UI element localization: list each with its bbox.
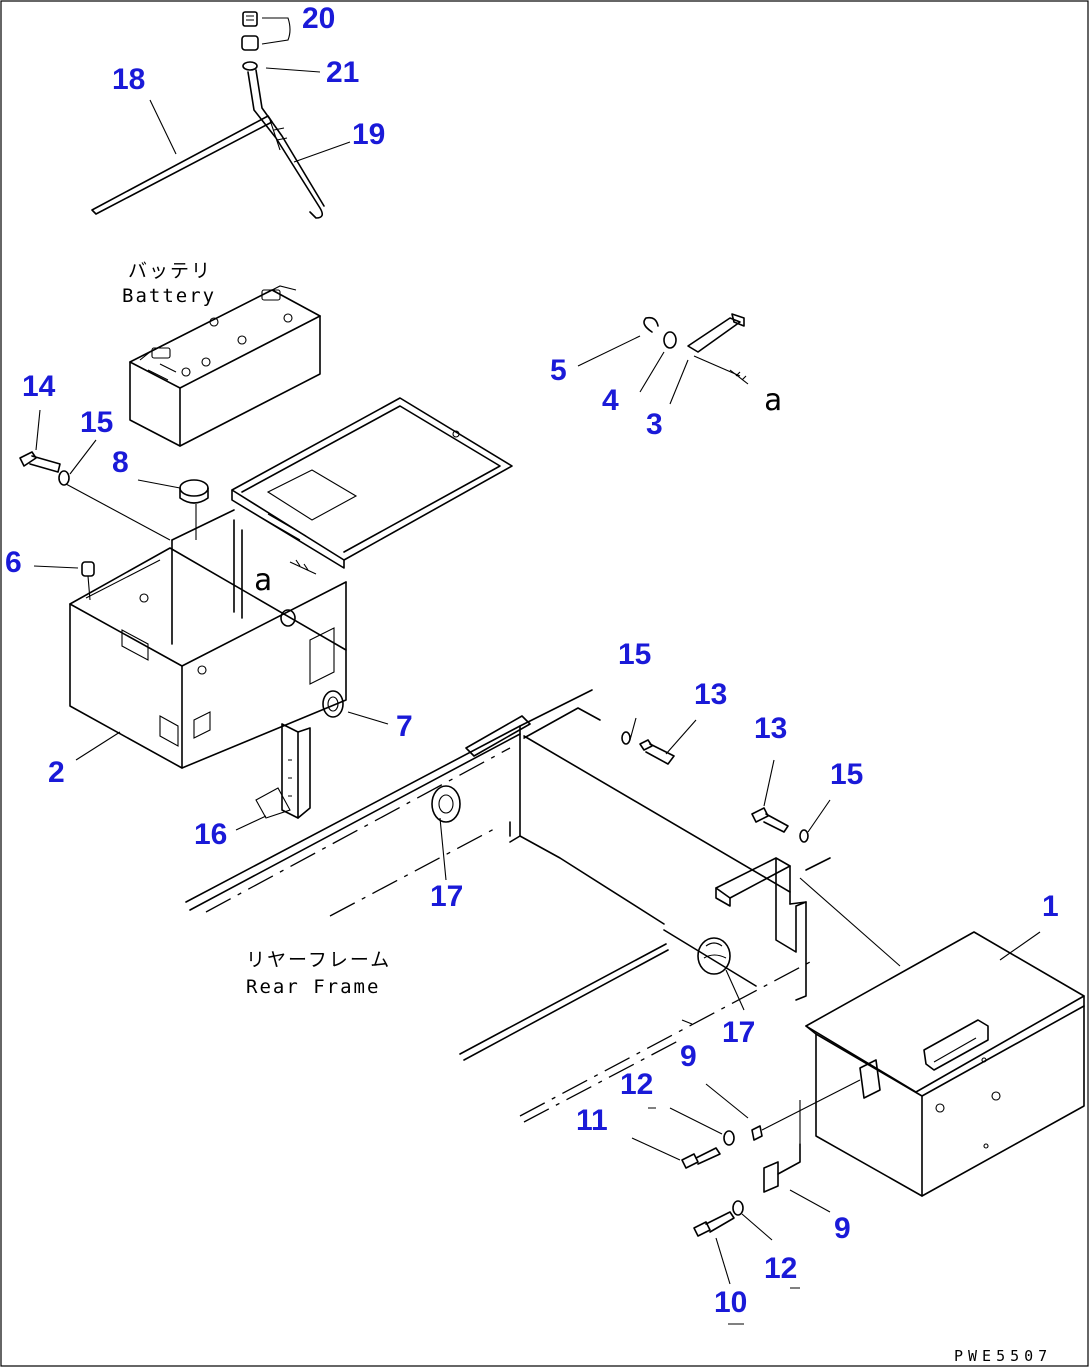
battery-tray	[231, 397, 513, 569]
callout-4: 4	[602, 384, 619, 417]
callout-21: 21	[326, 56, 359, 89]
box-fasteners	[19, 409, 209, 601]
frame-fasteners	[621, 717, 831, 843]
battery	[129, 285, 321, 447]
callout-9-lower: 9	[834, 1212, 851, 1245]
callout-12-upper: 12	[620, 1068, 653, 1101]
callout-19: 19	[352, 118, 385, 151]
callout-17-left: 17	[430, 880, 463, 913]
battery-label-jp: バッテリ	[128, 260, 212, 282]
rear-frame-label-en: Rear Frame	[246, 976, 380, 998]
callout-16: 16	[194, 818, 227, 851]
callout-18: 18	[112, 63, 145, 96]
battery-box	[69, 509, 389, 769]
callout-13-lower: 13	[754, 712, 787, 745]
rear-frame	[185, 689, 901, 1123]
callout-1: 1	[1042, 890, 1059, 923]
callout-15-mid: 15	[618, 638, 651, 671]
callout-9-upper: 9	[680, 1040, 697, 1073]
callout-2: 2	[48, 756, 65, 789]
callout-20: 20	[302, 2, 335, 35]
battery-label-en: Battery	[122, 285, 216, 307]
callout-15-right: 15	[830, 758, 863, 791]
rear-frame-label-jp: リヤーフレーム	[246, 949, 391, 971]
callout-7: 7	[396, 710, 413, 743]
detail-marker-a-box: a	[254, 563, 274, 598]
callout-6: 6	[5, 546, 22, 579]
callout-5: 5	[550, 354, 567, 387]
tool-box	[805, 931, 1085, 1197]
callout-10: 10	[714, 1286, 747, 1319]
drawing-code: PWE5507	[954, 1347, 1052, 1365]
hold-down-rod-assembly	[91, 11, 351, 219]
detail-arrow	[289, 559, 317, 575]
callout-14: 14	[22, 370, 56, 403]
callout-17-right: 17	[722, 1016, 755, 1049]
callout-13-upper: 13	[694, 678, 727, 711]
tool-box-fasteners	[631, 1079, 861, 1325]
callout-11: 11	[576, 1104, 608, 1137]
callout-12-lower: 12	[764, 1252, 797, 1285]
callout-8: 8	[112, 446, 129, 479]
bracket	[235, 723, 311, 831]
detail-marker-a: a	[764, 383, 784, 418]
callout-3: 3	[646, 408, 663, 441]
ground-cable	[577, 313, 749, 405]
callout-15-left: 15	[80, 406, 113, 439]
